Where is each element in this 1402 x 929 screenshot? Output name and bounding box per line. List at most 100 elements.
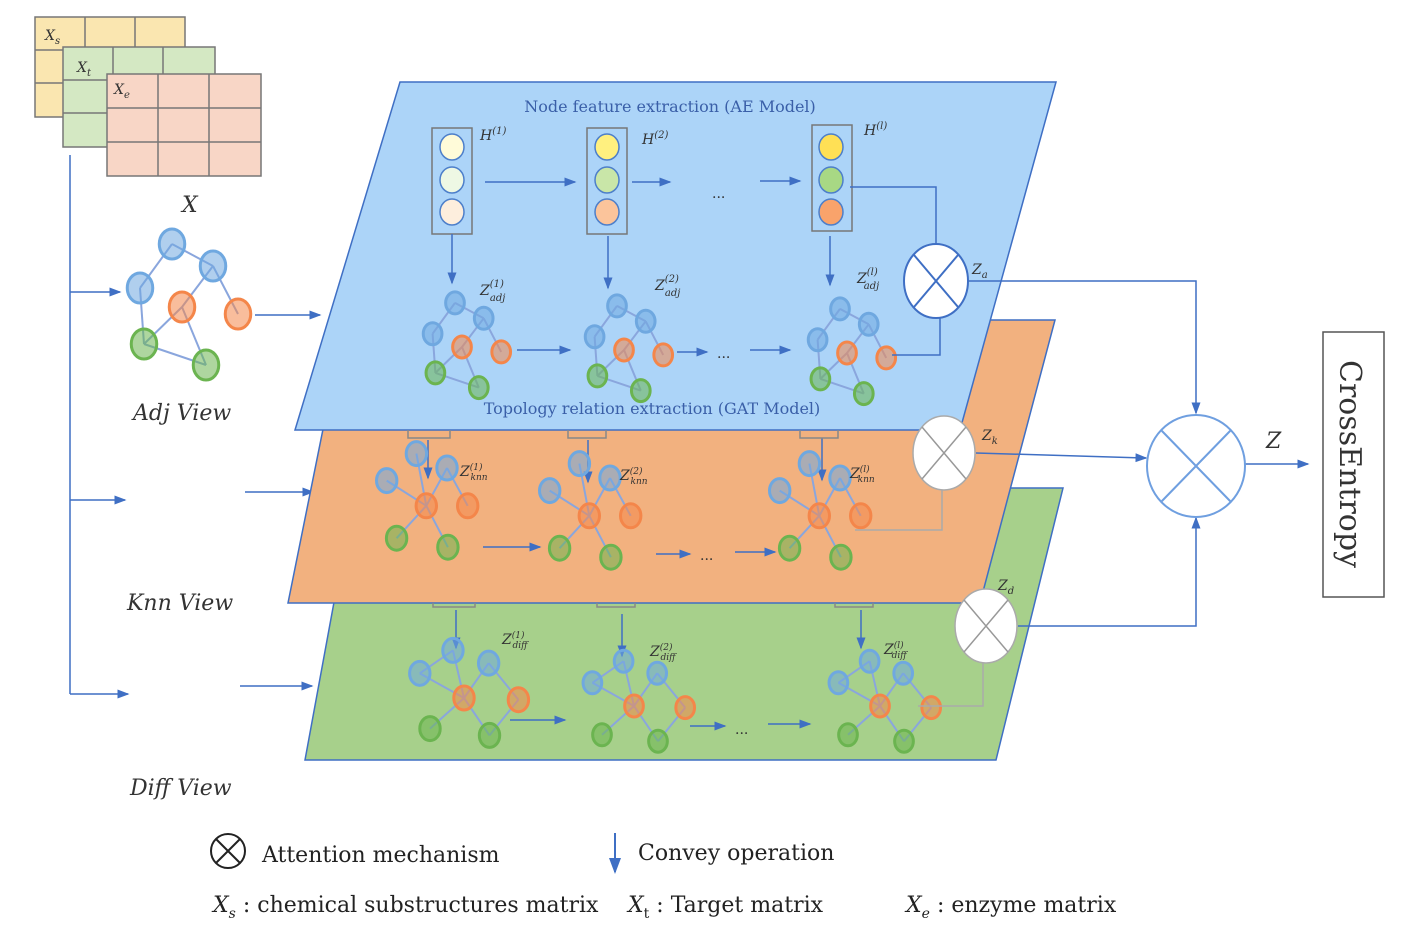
graph-node (613, 337, 635, 363)
ae-layers (431, 124, 853, 235)
graphs (125, 227, 943, 754)
convey-stubs (407, 430, 874, 608)
adj-graph (125, 227, 253, 382)
diff-graph (581, 648, 697, 754)
graph-node (920, 695, 943, 721)
input-connectors (69, 155, 322, 699)
graph-node (634, 308, 657, 334)
graph-node (456, 492, 480, 520)
graph-node (477, 721, 502, 749)
graph-node (797, 450, 822, 478)
matrix-xt-label: Xt (76, 60, 92, 79)
matrix-xs-label: Xs (44, 28, 60, 47)
graph-node (404, 440, 429, 468)
graph-node (777, 534, 802, 562)
attention-zd (954, 588, 1018, 664)
matrix-xe-label: Xe (113, 82, 130, 101)
z-diff-l-label: Z(l)diff (883, 640, 908, 661)
graph-node (829, 543, 853, 571)
graph-node (418, 715, 442, 743)
graph-node (599, 543, 623, 571)
neuron (439, 198, 465, 226)
graph-node (490, 339, 513, 365)
legend: Attention mechanism Convey operation Xs … (210, 833, 1117, 922)
neuron (818, 166, 844, 194)
graph-node (647, 728, 669, 754)
neuron (818, 198, 844, 226)
graph-node (223, 297, 253, 331)
h2-label: H(2) (641, 130, 668, 148)
graph-node (646, 660, 669, 686)
knn-graph (768, 450, 873, 571)
graph-node (441, 636, 465, 664)
graph-node (619, 502, 643, 530)
graph-node (581, 670, 604, 696)
graph-node (167, 290, 197, 324)
graph-node (476, 649, 501, 677)
matrix-xe (106, 73, 262, 177)
graph-node (452, 684, 476, 712)
graph-node (577, 502, 601, 530)
z-knn-2-label: Z(2)knn (619, 466, 648, 487)
graph-node (768, 477, 792, 505)
neuron (439, 133, 465, 161)
knn-graph (375, 440, 480, 561)
graph-node (652, 342, 675, 368)
graph-node (567, 450, 592, 478)
cross-icon (1160, 429, 1232, 503)
ellipsis: ... (712, 186, 725, 202)
graph-node (858, 648, 881, 674)
attention-za (903, 243, 969, 319)
graph-node (538, 477, 562, 505)
graph-node (472, 305, 495, 331)
graph-node (375, 467, 399, 495)
graph-node (875, 345, 898, 371)
cross-icon (913, 254, 959, 308)
z-final-label: Z (1265, 429, 1282, 454)
adj-graph (421, 290, 513, 401)
graph-node (829, 296, 851, 322)
ellipsis: ... (700, 548, 713, 564)
crossentropy-box: CrossEntropy (1322, 331, 1385, 598)
graph-node (583, 324, 606, 350)
graph-node (827, 670, 850, 696)
attention-zk (912, 415, 976, 491)
graph-node (467, 375, 490, 401)
graph-node (809, 366, 832, 392)
attention-connectors (850, 186, 1310, 707)
crossentropy-label: CrossEntropy (1332, 360, 1367, 568)
graph-node (893, 728, 915, 754)
graph-node (444, 290, 466, 316)
matrix-x-label: X (180, 193, 199, 218)
graph-node (591, 722, 613, 748)
graph-node (129, 327, 159, 361)
neuron (594, 166, 620, 194)
graph-node (421, 321, 444, 347)
z-adj-2-label: Z(2)adj (654, 274, 680, 299)
graph-node (451, 334, 473, 360)
graph-node (837, 722, 859, 748)
knn-view-label: Knn View (126, 591, 233, 616)
gat-model-title: Topology relation extraction (GAT Model) (484, 399, 821, 418)
h-layer-box (586, 127, 628, 235)
graph-node (869, 693, 891, 719)
graph-node (547, 534, 572, 562)
graph-node (598, 464, 622, 492)
graph-node (612, 648, 635, 674)
cross-icon (921, 426, 967, 480)
graph-node (157, 227, 187, 261)
graph-node (836, 340, 858, 366)
graph-node (436, 533, 460, 561)
h1-label: H(1) (479, 126, 506, 144)
graph-node (852, 381, 875, 407)
neuron (439, 166, 465, 194)
graph-node (191, 348, 221, 382)
attention-final (1146, 414, 1246, 518)
z-diff-1-label: Z(1)diff (501, 630, 529, 651)
diff-graph (827, 648, 943, 754)
z-adj-l-label: Z(l)adj (856, 267, 879, 292)
neuron (818, 133, 844, 161)
z-diff-2-label: Z(2)diff (649, 642, 677, 663)
h-layer-box (811, 124, 853, 232)
